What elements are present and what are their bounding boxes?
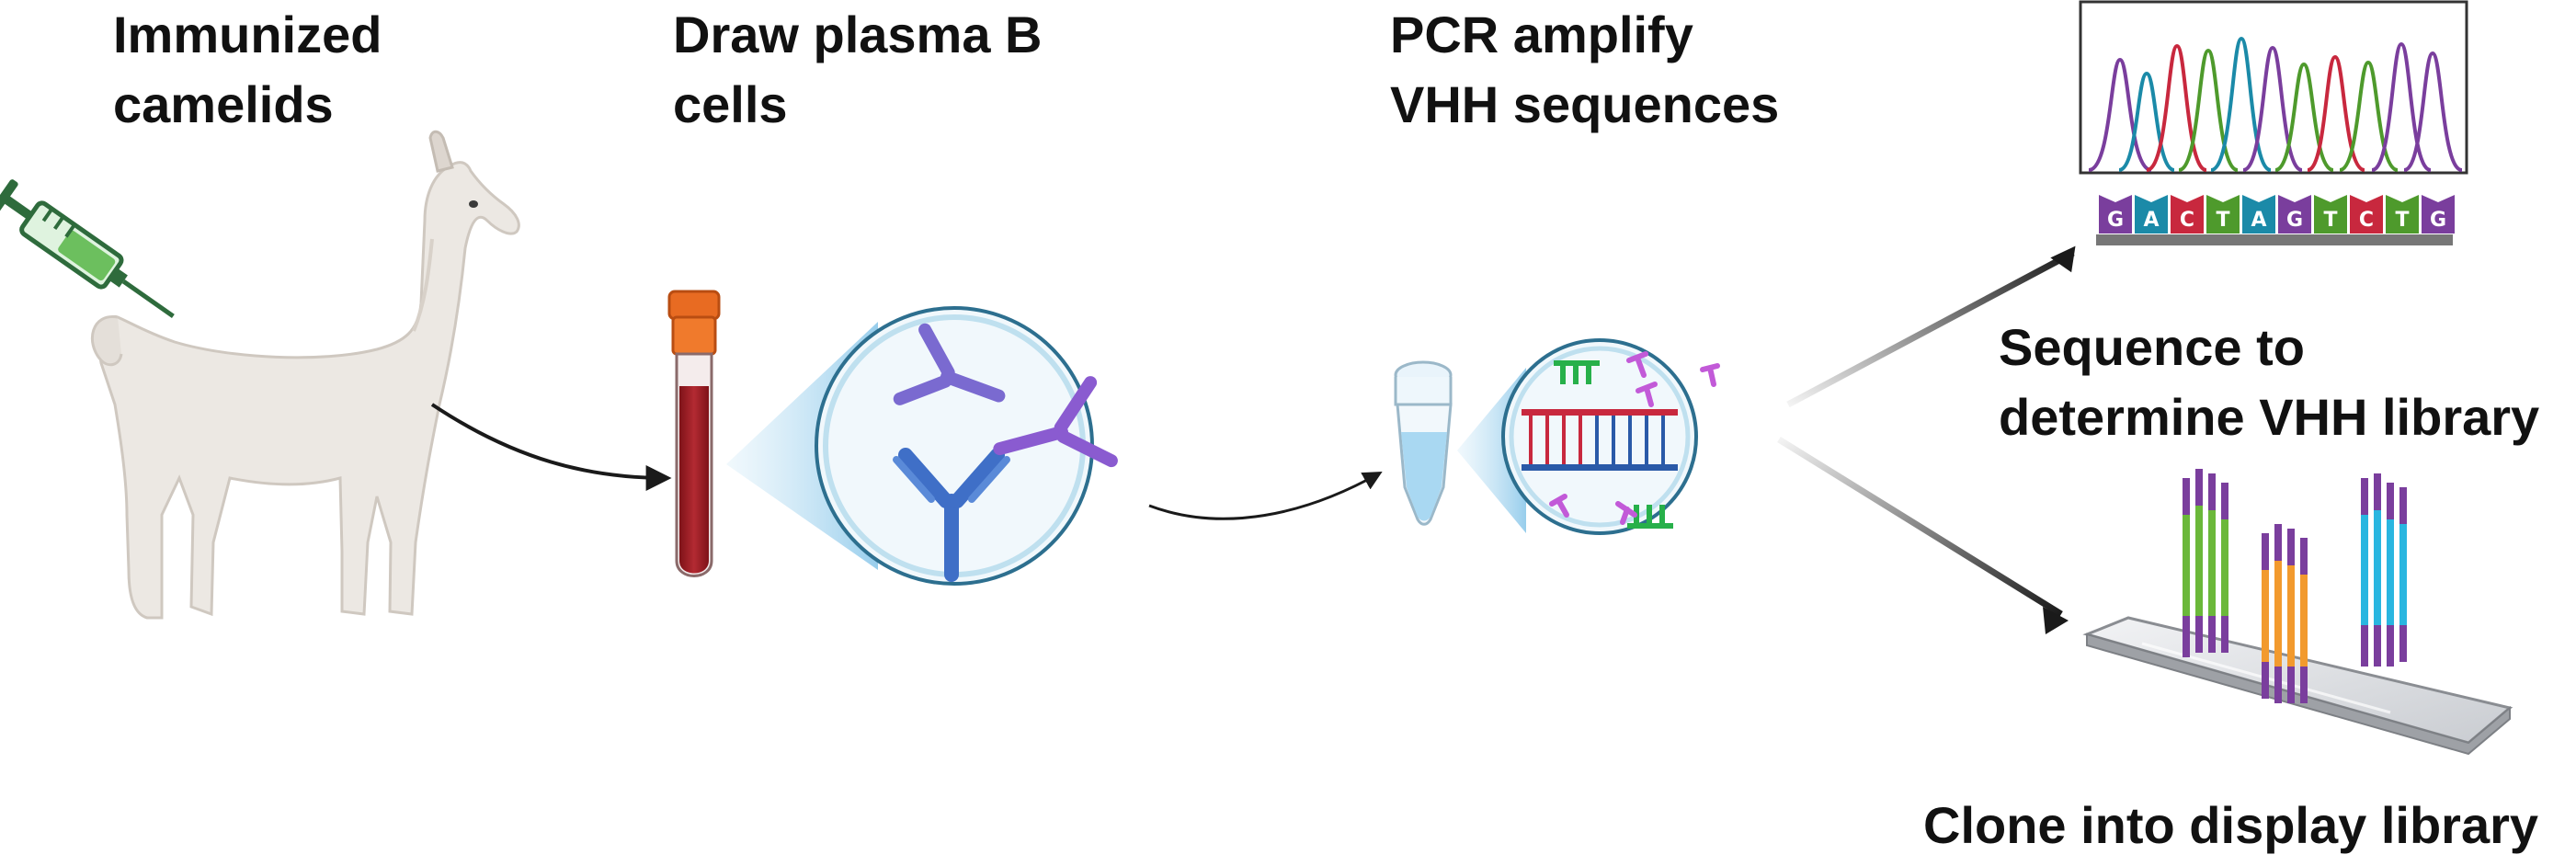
tube-blood [679,386,709,574]
label-line: VHH sequences [1390,74,1780,133]
dna-base-tile [2422,195,2455,234]
dna-base-letter: C [2180,209,2194,232]
arrow-llama-to-tube [430,403,672,491]
blood-tube-icon [667,290,721,577]
dna-base-letter: T [2216,209,2229,232]
dna-base-letter: T [2323,209,2337,232]
llama-tail [90,315,123,367]
label-line: Immunized [113,6,382,63]
dna-base-letter: G [2286,209,2303,232]
tube-cap [671,315,717,356]
label-immunized-camelids: Immunized camelids [113,0,382,139]
dna-magnifier [1501,338,1720,535]
label-line: Sequence to [1999,318,2305,376]
sequence-track [2096,234,2453,245]
label-pcr-amplify: PCR amplify VHH sequences [1390,0,1779,139]
dna-base-letter: G [2430,209,2446,232]
antibody-purple [993,376,1118,468]
label-line: PCR amplify [1390,6,1693,63]
sequencing-chromatogram [2079,0,2468,175]
plate-edge [2086,632,2511,756]
dna-base-tile [2171,195,2204,234]
label-line: Draw plasma B [673,6,1043,63]
arrow-cells-to-pcr [1148,471,1383,520]
dna-base-letter: T [2395,209,2409,232]
clone-group-green [2183,469,2228,657]
tube-cap-top [667,290,721,321]
phage-display-clones [2183,469,2407,703]
label-sequence-library: Sequence to determine VHH library [1999,313,2539,451]
nucleotides-purple [1549,351,1720,525]
arrow-to-sequencing [1786,249,2075,408]
llama-eye [469,200,478,208]
dna-base-tile [2314,195,2347,234]
label-line: camelids [113,74,334,133]
label-line: cells [673,74,788,133]
label-draw-plasma-b-cells: Draw plasma B cells [673,0,1043,139]
llama-body [97,161,520,620]
pcr-tube-liquid [1401,432,1447,521]
syringe-needle [121,279,175,318]
dna-base-tile [2135,195,2168,234]
dna-base-tile [2278,195,2311,234]
label-line: determine VHH library [1999,387,2540,446]
dna-double-strand [1522,409,1678,471]
dna-base-tile [2099,195,2132,234]
antibody-violet [893,323,1006,405]
pcr-tube-icon [1394,360,1453,526]
dna-base-tile [2350,195,2383,234]
label-clone-display-library: Clone into display library [1923,791,2538,860]
syringe-fluid [58,230,116,281]
llama-ear [428,130,454,173]
dna-base-letter: A [2143,209,2159,232]
antibody-blue [893,448,1010,582]
dna-base-letter: G [2107,209,2124,232]
dna-base-tile [2206,195,2240,234]
arrow-to-display-library [1777,437,2063,617]
dna-base-tile [2386,195,2419,234]
llama-neck-shade [412,238,434,332]
plate-top [2082,616,2513,745]
label-line: Clone into display library [1923,796,2539,854]
dna-base-letter: C [2359,209,2374,232]
dna-base-tile [2242,195,2275,234]
dna-base-letter: A [2251,209,2266,232]
syringe-icon [0,179,175,318]
clone-group-orange [2262,524,2308,703]
llama-illustration [90,130,520,620]
display-library-plate [2082,616,2513,756]
antibody-magnifier [815,306,1118,586]
clone-group-cyan [2361,473,2407,667]
